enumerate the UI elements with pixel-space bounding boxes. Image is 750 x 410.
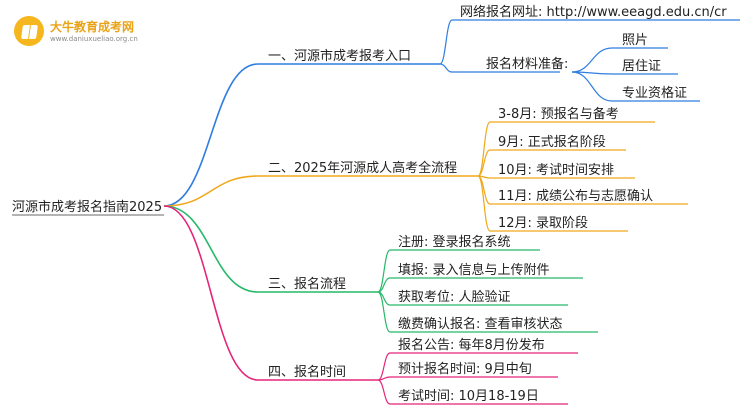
branch-4-child-3-connector bbox=[377, 379, 391, 405]
branch-3-label: 三、报名流程 bbox=[268, 276, 346, 292]
branch-1-child-1-label: 网络报名网址: http://www.eeagd.edu.cn/cr bbox=[460, 4, 727, 20]
site-logo: 大牛教育成考网 www.daniuxueliao.org.cn bbox=[14, 14, 144, 48]
branch-1-label: 一、河源市成考报考入口 bbox=[268, 48, 411, 64]
branch-2-label: 二、2025年河源成人高考全流程 bbox=[268, 160, 457, 176]
book-icon bbox=[14, 16, 44, 46]
branch-2-child-4-label: 11月: 成绩公布与志愿确认 bbox=[498, 189, 653, 204]
branch-2-child-1-label: 3-8月: 预报名与备考 bbox=[498, 106, 619, 122]
branch-2-child-3-label: 10月: 考试时间安排 bbox=[498, 163, 614, 178]
root-node-label: 河源市成考报名指南2025 bbox=[12, 199, 162, 215]
branch-3-child-1-label: 注册: 登录报名系统 bbox=[398, 234, 511, 250]
branch-3-child-2-label: 填报: 录入信息与上传附件 bbox=[398, 262, 550, 278]
material-2-label: 居住证 bbox=[622, 59, 661, 74]
branch-2-child-5-label: 12月: 录取阶段 bbox=[498, 216, 588, 231]
branch-4-child-3-label: 考试时间: 10月18-19日 bbox=[398, 389, 539, 404]
branch-4-child-1-label: 报名公告: 每年8月份发布 bbox=[398, 337, 545, 353]
logo-title: 大牛教育成考网 bbox=[50, 20, 135, 34]
branch-2-child-5-connector bbox=[477, 175, 491, 232]
branch-3-child-1-connector bbox=[377, 249, 391, 293]
branch-3-child-4-label: 缴费确认报名: 查看审核状态 bbox=[398, 316, 563, 332]
branch-1-connector bbox=[163, 63, 259, 207]
material-1-connector bbox=[571, 47, 613, 73]
material-1-label: 照片 bbox=[622, 33, 648, 48]
branch-4-child-1-connector bbox=[377, 352, 391, 381]
branch-4-child-2-label: 预计报名时间: 9月中旬 bbox=[398, 361, 532, 377]
material-3-connector bbox=[571, 71, 613, 102]
material-3-label: 专业资格证 bbox=[622, 85, 687, 101]
branch-1-child-2-label: 报名材料准备: bbox=[486, 56, 568, 72]
branch-2-child-2-connector bbox=[477, 149, 491, 177]
branch-3-connector bbox=[163, 205, 259, 293]
branch-2-child-1-connector bbox=[477, 121, 491, 177]
branch-3-child-2-connector bbox=[377, 277, 391, 293]
logo-url: www.daniuxueliao.org.cn bbox=[50, 35, 138, 43]
branch-4-connector bbox=[163, 205, 259, 381]
branch-1-child-2-connector bbox=[439, 63, 453, 73]
branch-3-child-3-label: 获取考位: 人脸验证 bbox=[398, 289, 511, 305]
branch-1-child-1-connector bbox=[439, 19, 453, 65]
branch-4-label: 四、报名时间 bbox=[268, 364, 346, 380]
branch-2-child-2-label: 9月: 正式报名阶段 bbox=[498, 134, 606, 150]
branch-2-connector bbox=[163, 175, 259, 207]
branch-3-child-4-connector bbox=[377, 291, 391, 333]
